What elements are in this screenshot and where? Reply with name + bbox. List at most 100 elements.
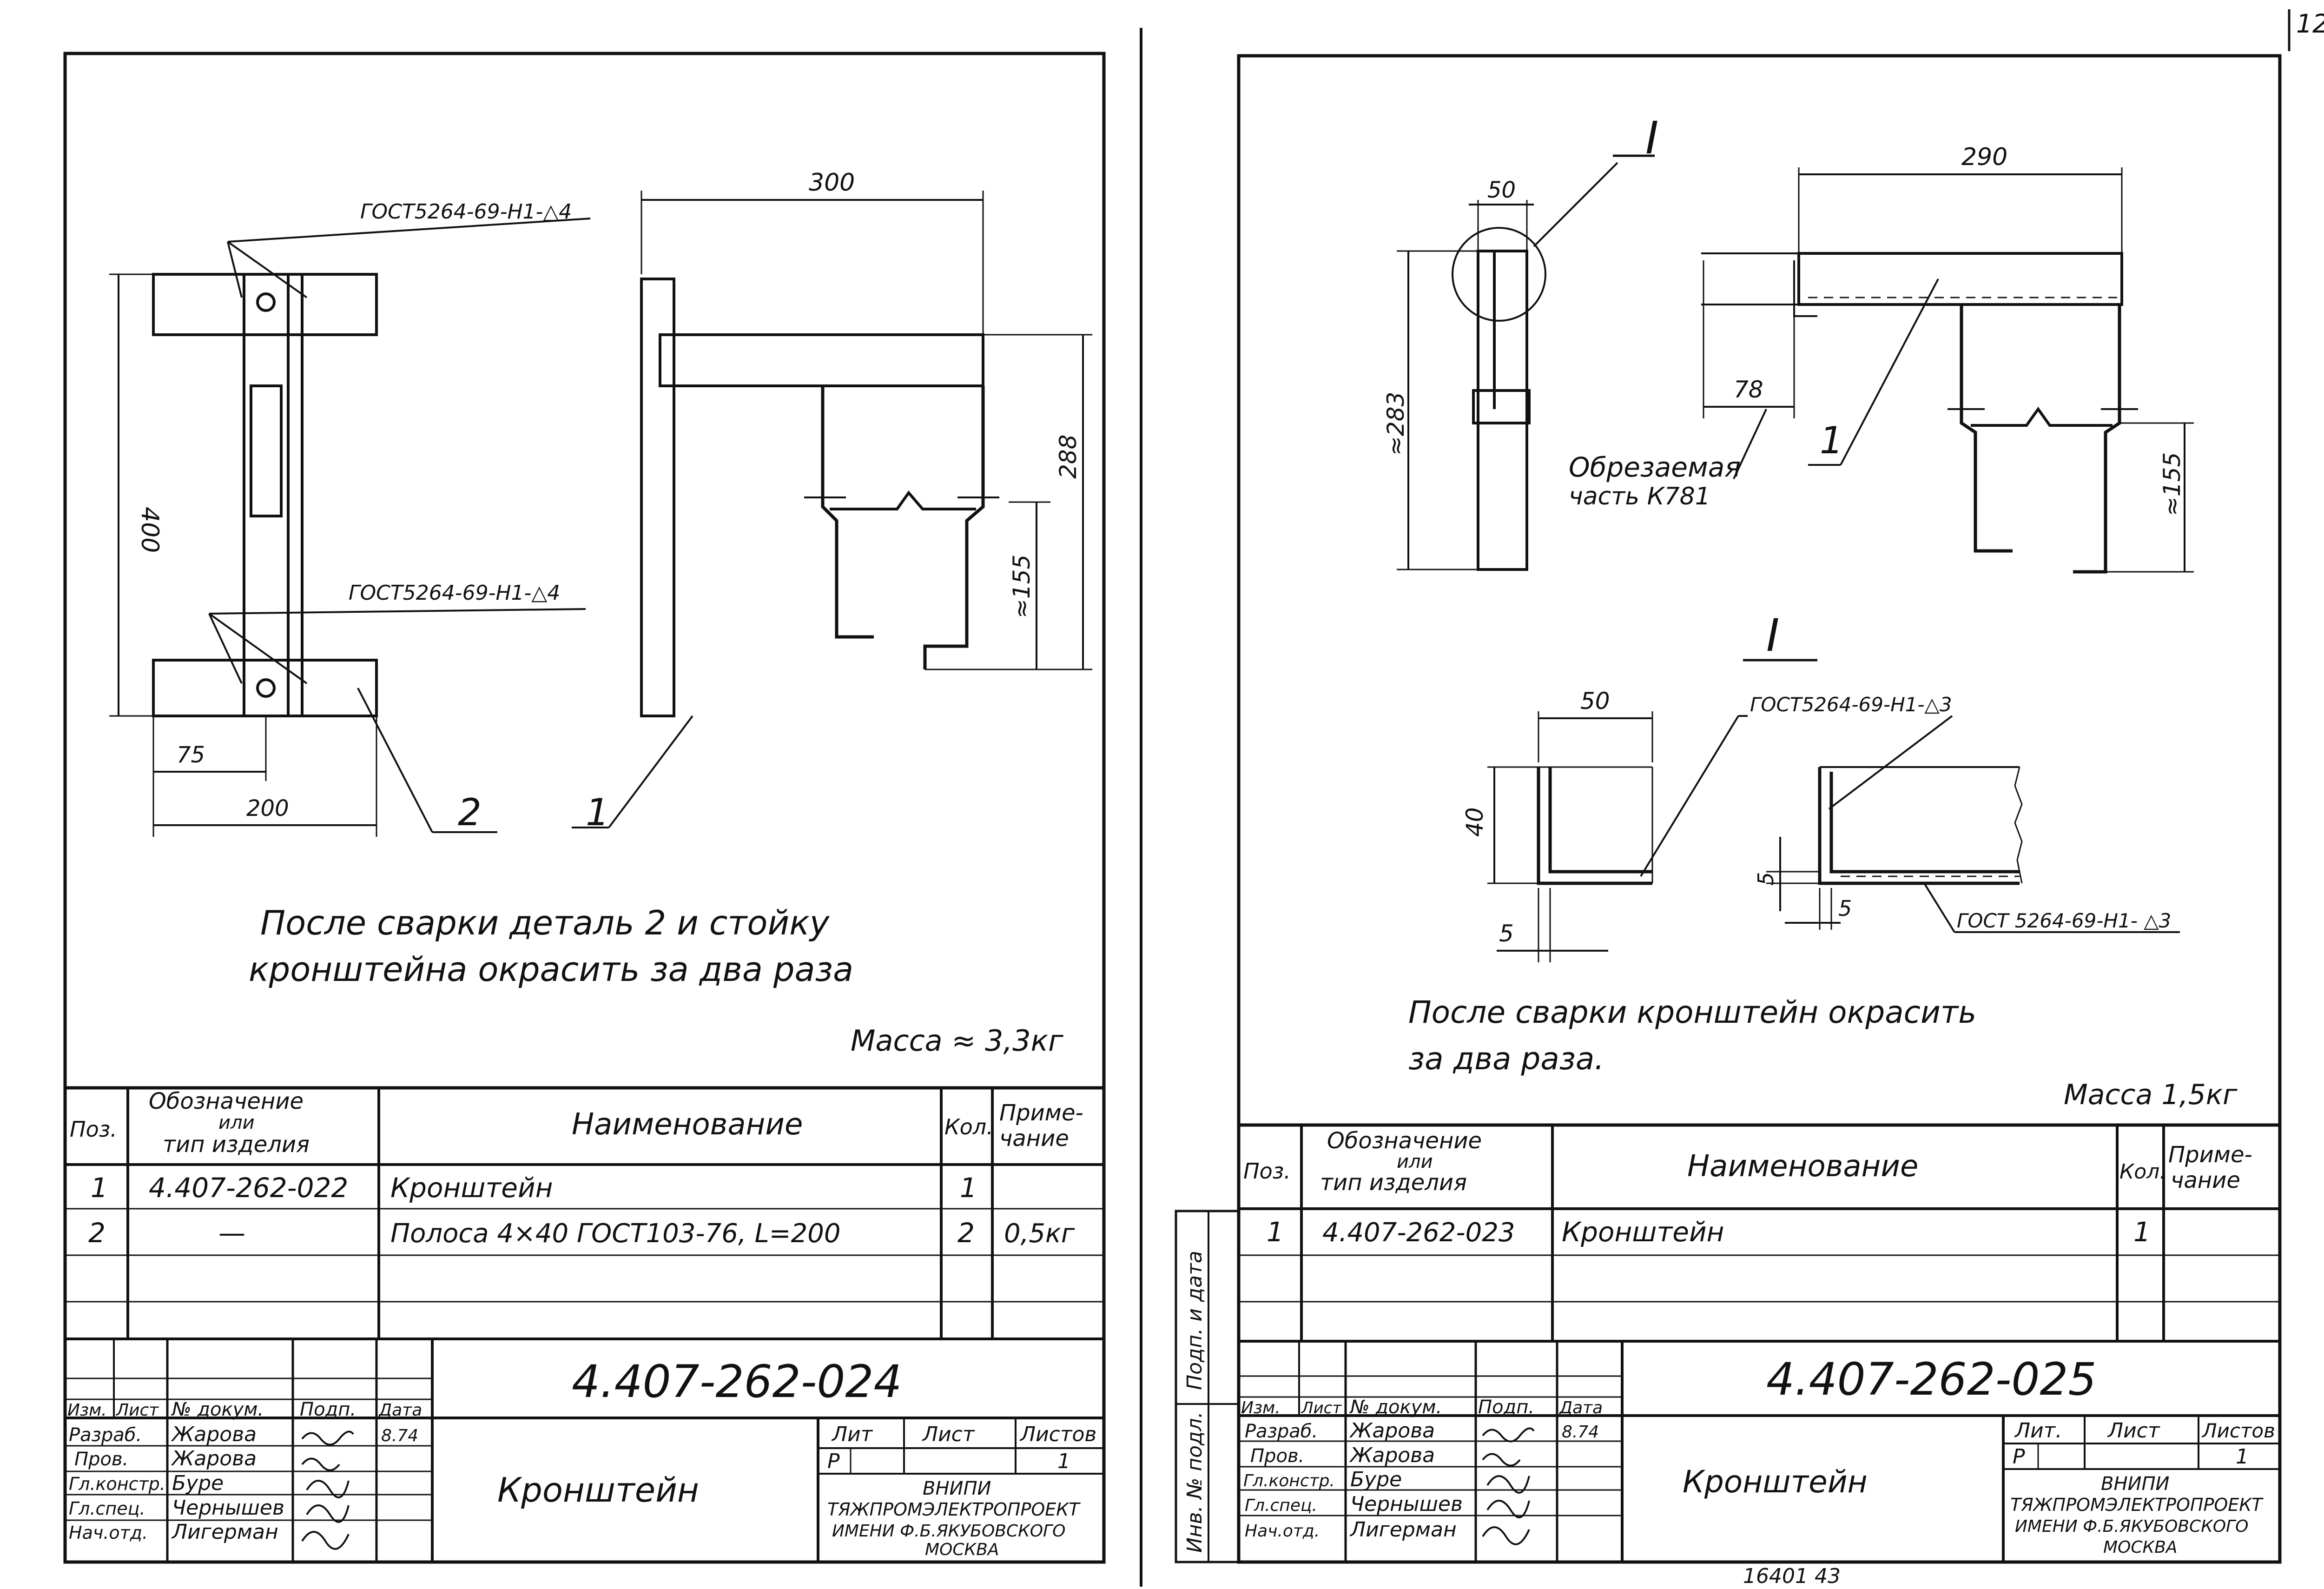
mass-label: Масса ≈ 3,3кг [851,1024,1063,1058]
bottom-plate [152,659,378,717]
signatures-left [301,1430,354,1550]
tb-name-3: Буре [172,1471,224,1495]
hole-top [256,292,276,312]
tb-r-name-5: Лигерман [1349,1518,1457,1542]
dim-75: 75 [177,742,205,768]
tb-r-lit-h: Лит. [2014,1419,2062,1443]
weld-callout-top: ГОСТ5264-69-Н1-△4 [360,200,572,224]
doc-number: 4.407-262-024 [572,1356,902,1408]
tb-r-role-4: Гл.спец. [1245,1496,1317,1515]
doc-number-right: 4.407-262-025 [1766,1353,2097,1405]
tb-role-4: Гл.спец. [69,1498,145,1519]
tb-name-4: Чернышев [172,1496,284,1520]
cut-label-2: часть К781 [1569,483,1710,510]
tb-h-list: Лист [115,1401,159,1420]
left-sheet: ГОСТ5264-69-Н1-△4 ГОСТ5264-69-Н1-△4 400 … [63,52,1106,1564]
dim-50-top: 50 [1487,177,1516,203]
note-right-line-2: за два раза. [1408,1041,1604,1077]
left-front-view [109,218,591,837]
title-block-title: Кронштейн [497,1470,699,1510]
tb-r-date: 8.74 [1562,1423,1599,1442]
spec-row2-desig: — [218,1217,245,1249]
spec-row2-name: Полоса 4×40 ГОСТ103-76, L=200 [390,1218,841,1249]
side-stamp-1: Подп. и дата [1183,1251,1207,1390]
tb-lit-h: Лит [831,1423,873,1446]
spec-h-note-2: чание [999,1126,1069,1152]
tb-r-h-sign: Подп. [1478,1397,1534,1418]
detail-section [1487,659,2180,962]
dim-78: 78 [1734,376,1763,403]
tb-r-name-2: Жарова [1349,1443,1435,1467]
post [1477,250,1528,571]
dim-5-c: 5 [1838,896,1852,921]
spec-h-pos: Поз. [70,1117,117,1142]
spec-r-row1-pos: 1 [1267,1216,1284,1248]
tb-r-h-list: Лист [1301,1399,1342,1417]
spec-h-desig-1: Обозначение [149,1088,304,1114]
weld-callout-b: ГОСТ 5264-69-Н1- △3 [1957,909,2171,932]
side-arm [659,333,984,387]
tb-r-org-1: ВНИПИ [2101,1473,2169,1495]
spec-h-note-1: Приме- [999,1100,1083,1126]
left-side-view [572,191,1092,828]
note-line-1: После сварки деталь 2 и стойку [260,903,830,942]
side-stamp-strip [1175,1210,1240,1563]
tb-r-org-4: МОСКВА [2103,1538,2177,1557]
hole-bottom [256,678,276,698]
spec-r-row1-name: Кронштейн [1562,1216,1724,1248]
spec-h-desig-3: тип изделия [163,1132,310,1158]
tb-r-name-4: Чернышев [1350,1492,1463,1516]
position-1-right: 1 [1820,419,1843,462]
spec-r-h-desig-2: или [1397,1151,1433,1172]
right-title-block [1239,1341,2280,1562]
cut-label-1: Обрезаемая [1569,451,1741,483]
tb-r-name-3: Буре [1350,1468,1402,1491]
note-right-line-1: После сварки кронштейн окрасить [1408,994,1976,1030]
dim-288: 288 [1055,435,1082,479]
tb-org-4: МОСКВА [925,1540,999,1559]
tb-r-name-1: Жарова [1349,1419,1435,1443]
spec-row1-pos: 1 [91,1172,108,1204]
tb-name-2: Жарова [171,1447,257,1470]
spec-r-row1-qty: 1 [2133,1216,2151,1248]
tb-role-3: Гл.констр. [69,1474,165,1494]
tb-name-1: Жарова [171,1423,257,1446]
tb-r-sheets: 1 [2236,1445,2249,1469]
spec-row1-desig: 4.407-262-022 [149,1172,348,1204]
right-sheet: Подп. и дата Инв. № подл. [1175,54,2282,1588]
right-front-view [1397,154,2194,574]
spec-r-h-desig-1: Обозначение [1327,1128,1482,1154]
tb-sheets-h: Листов [1019,1423,1096,1446]
slot [250,384,283,517]
spec-r-h-desig-3: тип изделия [1320,1170,1467,1196]
tb-r-sheet-h: Лист [2107,1419,2160,1443]
tb-r-lit: Р [2013,1445,2025,1469]
right-spec-table [1239,1123,2280,1343]
spec-row2-note: 0,5кг [1004,1218,1075,1249]
spec-h-name: Наименование [572,1107,803,1142]
section-label-top: I [1645,112,1658,164]
tb-sheet-h: Лист [922,1423,975,1446]
tb-date: 8.74 [381,1426,418,1445]
tb-role-2: Пров. [74,1449,128,1470]
right-frame [1237,54,2282,1564]
spec-r-h-qty: Кол. [2119,1160,2166,1184]
tb-h-doc: № докум. [171,1399,264,1420]
tb-r-role-5: Нач.отд. [1245,1522,1320,1541]
bottom-code: 16401 43 [1743,1564,1841,1587]
tb-r-role-3: Гл.констр. [1243,1471,1335,1490]
tb-h-sign: Подп. [300,1399,356,1420]
tb-role-1: Разраб. [69,1424,142,1446]
section-label-detail: I [1766,609,1779,662]
detail-circle [1452,227,1546,322]
side-stamp-2: Инв. № подл. [1183,1411,1207,1553]
spec-row1-qty: 1 [960,1172,977,1204]
tb-name-5: Лигерман [171,1520,278,1544]
tb-h-izm: Изм. [67,1401,107,1420]
spec-row2-qty: 2 [957,1217,975,1249]
spec-row2-pos: 2 [88,1217,106,1249]
spec-r-h-name: Наименование [1687,1149,1918,1184]
dim-200: 200 [246,795,289,821]
spec-r-h-note-2: чание [2171,1167,2240,1193]
